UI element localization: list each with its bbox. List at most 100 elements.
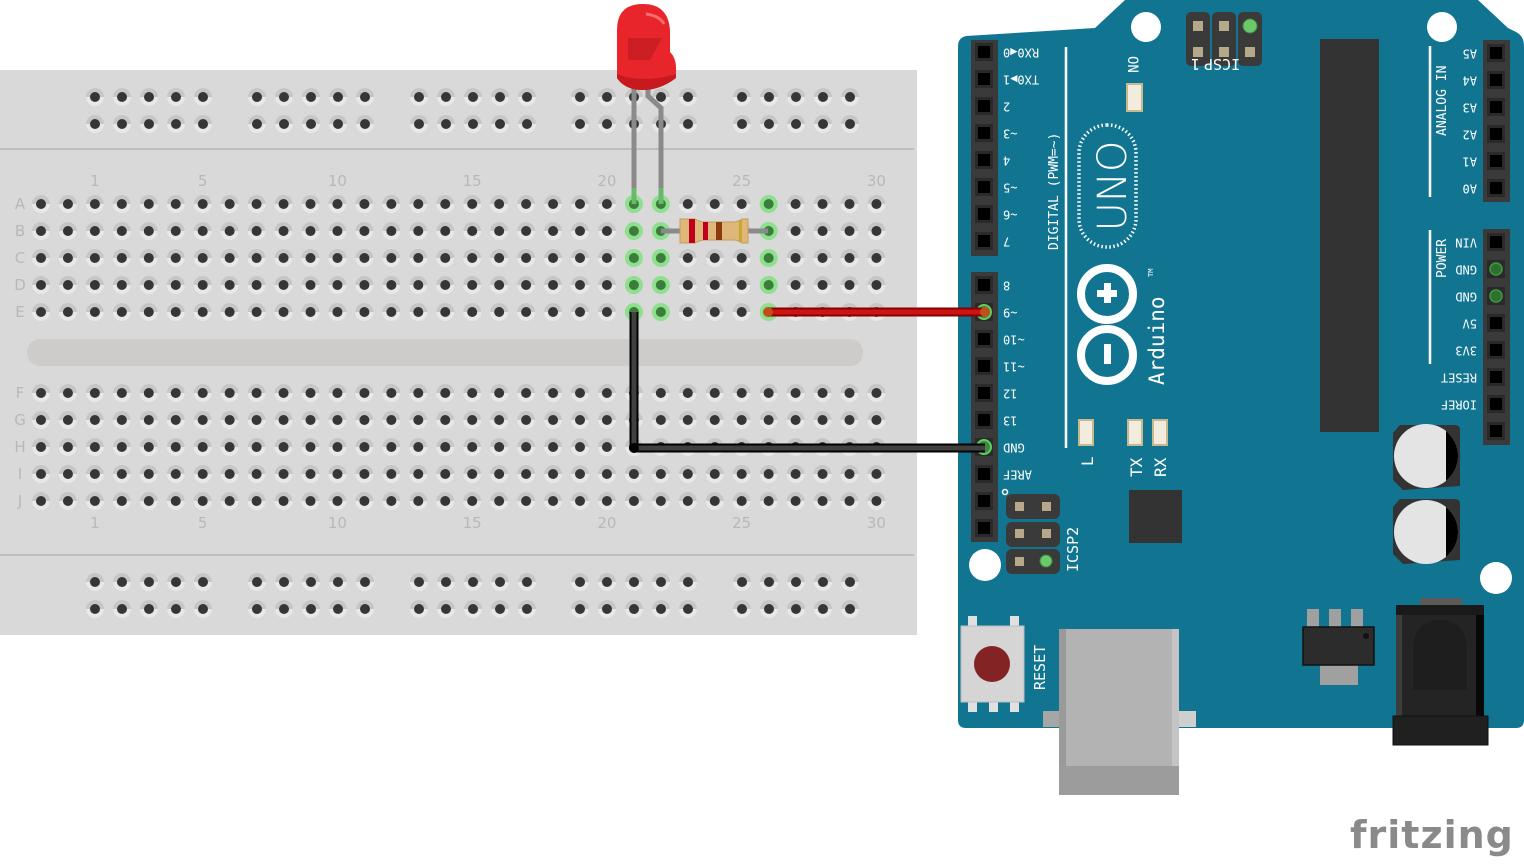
breadboard-hole[interactable]: [32, 438, 50, 456]
breadboard-hole[interactable]: [382, 465, 401, 483]
breadboard-hole[interactable]: [867, 276, 886, 294]
power-rail-hole[interactable]: [437, 600, 455, 618]
breadboard-hole[interactable]: [624, 222, 643, 240]
breadboard-hole[interactable]: [301, 411, 320, 429]
power-rail-hole[interactable]: [167, 573, 185, 591]
breadboard-hole[interactable]: [193, 492, 212, 510]
breadboard-hole[interactable]: [463, 195, 482, 213]
breadboard-hole[interactable]: [813, 249, 832, 267]
breadboard-hole[interactable]: [705, 465, 724, 483]
breadboard-hole[interactable]: [85, 492, 104, 510]
breadboard-hole[interactable]: [544, 438, 563, 456]
breadboard-hole[interactable]: [759, 411, 778, 429]
breadboard-hole[interactable]: [301, 303, 320, 321]
breadboard-hole[interactable]: [220, 249, 239, 267]
breadboard-hole[interactable]: [759, 195, 778, 213]
breadboard-hole[interactable]: [328, 249, 347, 267]
breadboard-hole[interactable]: [436, 276, 455, 294]
power-rail-hole[interactable]: [248, 88, 266, 106]
breadboard-hole[interactable]: [571, 195, 589, 213]
breadboard-hole[interactable]: [436, 438, 455, 456]
header-pin[interactable]: [975, 178, 993, 196]
header-pin[interactable]: [975, 205, 993, 223]
breadboard-hole[interactable]: [247, 438, 266, 456]
breadboard-hole[interactable]: [32, 276, 50, 294]
power-rail-hole[interactable]: [760, 115, 778, 133]
breadboard-hole[interactable]: [355, 492, 374, 510]
breadboard-hole[interactable]: [678, 411, 697, 429]
breadboard-hole[interactable]: [651, 465, 670, 483]
breadboard-hole[interactable]: [571, 303, 589, 321]
breadboard-hole[interactable]: [678, 492, 697, 510]
breadboard-hole[interactable]: [247, 276, 266, 294]
power-rail-hole[interactable]: [356, 573, 374, 591]
power-rail-hole[interactable]: [518, 600, 536, 618]
breadboard-hole[interactable]: [436, 492, 455, 510]
power-rail-hole[interactable]: [194, 600, 212, 618]
power-rail-hole[interactable]: [760, 88, 778, 106]
breadboard-hole[interactable]: [112, 465, 131, 483]
breadboard-hole[interactable]: [32, 384, 50, 402]
breadboard-hole[interactable]: [705, 249, 724, 267]
breadboard-hole[interactable]: [840, 411, 859, 429]
breadboard-hole[interactable]: [840, 276, 859, 294]
breadboard-hole[interactable]: [139, 249, 158, 267]
power-rail-hole[interactable]: [571, 88, 589, 106]
breadboard-hole[interactable]: [112, 437, 131, 456]
breadboard-hole[interactable]: [193, 249, 212, 267]
power-rail-hole[interactable]: [140, 115, 158, 133]
breadboard-hole[interactable]: [867, 384, 886, 402]
power-rail-hole[interactable]: [652, 573, 670, 591]
breadboard-hole[interactable]: [247, 465, 266, 483]
breadboard-hole[interactable]: [490, 222, 509, 240]
breadboard-hole[interactable]: [732, 465, 751, 483]
power-rail-hole[interactable]: [248, 600, 266, 618]
power-rail-hole[interactable]: [167, 115, 185, 133]
power-rail-hole[interactable]: [518, 573, 536, 591]
breadboard-hole[interactable]: [409, 411, 428, 429]
breadboard-hole[interactable]: [517, 222, 536, 240]
power-rail-hole[interactable]: [113, 573, 131, 591]
breadboard-hole[interactable]: [220, 303, 239, 321]
power-rail-hole[interactable]: [625, 600, 643, 618]
breadboard-hole[interactable]: [247, 492, 266, 510]
breadboard-hole[interactable]: [409, 249, 428, 267]
header-pin[interactable]: [1487, 368, 1505, 386]
red-led[interactable]: [617, 4, 676, 204]
breadboard-hole[interactable]: [517, 276, 536, 294]
power-rail-hole[interactable]: [194, 88, 212, 106]
breadboard-hole[interactable]: [463, 249, 482, 267]
breadboard-hole[interactable]: [220, 411, 239, 429]
header-pin[interactable]: [975, 330, 993, 348]
power-rail-hole[interactable]: [275, 600, 293, 618]
breadboard-hole[interactable]: [85, 249, 104, 267]
breadboard-hole[interactable]: [139, 411, 158, 429]
breadboard-hole[interactable]: [597, 465, 616, 483]
breadboard-hole[interactable]: [58, 384, 77, 402]
breadboard-hole[interactable]: [382, 303, 401, 321]
breadboard-hole[interactable]: [166, 303, 185, 321]
breadboard-hole[interactable]: [382, 276, 401, 294]
header-pin[interactable]: [975, 124, 993, 142]
breadboard-hole[interactable]: [544, 492, 563, 510]
power-rail-hole[interactable]: [518, 115, 536, 133]
breadboard-hole[interactable]: [813, 195, 832, 213]
header-pin[interactable]: [975, 492, 993, 510]
breadboard-hole[interactable]: [867, 249, 886, 267]
breadboard-hole[interactable]: [732, 492, 751, 510]
power-rail-hole[interactable]: [598, 115, 616, 133]
power-rail-hole[interactable]: [571, 573, 589, 591]
power-rail-hole[interactable]: [86, 88, 104, 106]
breadboard-hole[interactable]: [139, 492, 158, 510]
breadboard-hole[interactable]: [544, 411, 563, 429]
power-rail-hole[interactable]: [598, 600, 616, 618]
power-rail-hole[interactable]: [787, 115, 805, 133]
breadboard-hole[interactable]: [463, 492, 482, 510]
power-rail-hole[interactable]: [302, 115, 320, 133]
power-rail-hole[interactable]: [598, 88, 616, 106]
breadboard-hole[interactable]: [651, 411, 670, 429]
breadboard-hole[interactable]: [58, 249, 77, 267]
breadboard-hole[interactable]: [85, 303, 104, 321]
power-rail-hole[interactable]: [679, 115, 697, 133]
breadboard-hole[interactable]: [112, 492, 131, 510]
